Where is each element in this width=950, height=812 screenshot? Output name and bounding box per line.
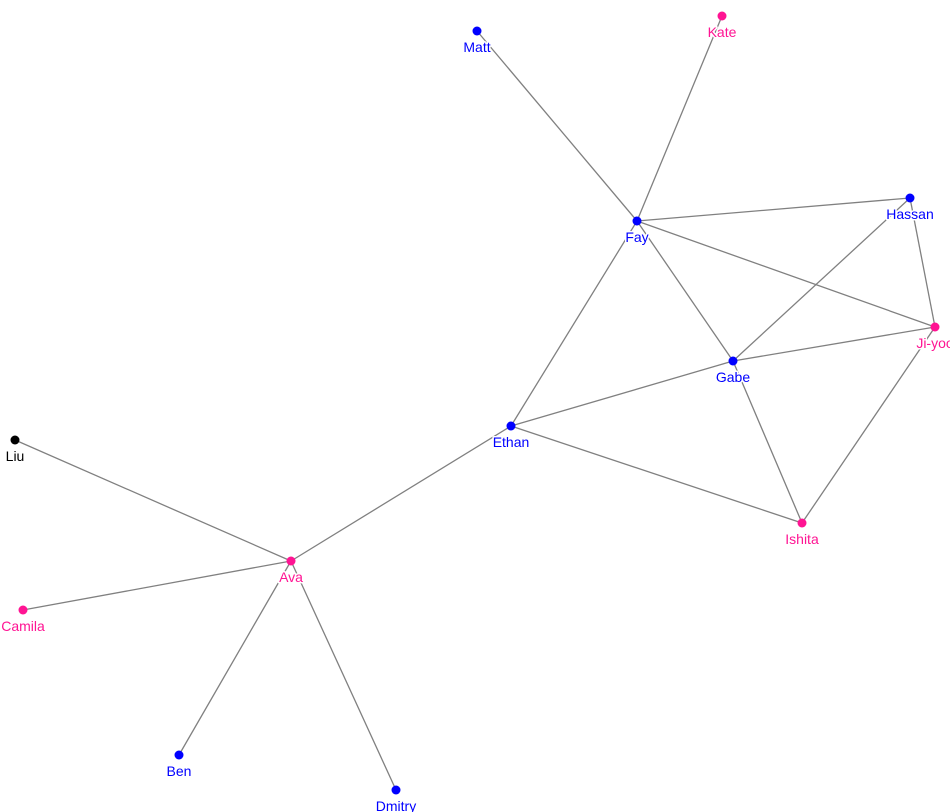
node-dot[interactable] [506,421,516,431]
node-matt[interactable]: Matt [462,26,492,57]
edge-matt-fay [476,30,638,222]
node-dot[interactable] [18,605,28,615]
node-label: Dmitry [376,798,416,812]
node-dot[interactable] [10,435,20,445]
node-label: Camila [1,618,45,634]
edge-ethan-gabe [510,360,734,427]
edge-camila-ava [22,560,292,611]
node-kate[interactable]: Kate [706,11,738,42]
node-label: Matt [463,39,490,55]
edge-hassan-gabe [732,197,911,362]
node-dot[interactable] [174,750,184,760]
node-liu[interactable]: Liu [4,435,26,466]
node-dot[interactable] [905,193,915,203]
node-label: Hassan [886,206,933,222]
edge-ethan-ava [290,425,512,562]
edge-liu-ava [14,439,292,562]
node-dot[interactable] [930,322,940,332]
node-ben[interactable]: Ben [165,750,193,781]
edge-fay-ethan [510,220,638,427]
node-fay[interactable]: Fay [624,216,650,247]
edge-ji-yoo-ishita [801,326,936,524]
node-label: Ishita [785,531,819,547]
edge-gabe-ishita [732,360,803,524]
node-gabe[interactable]: Gabe [714,356,752,387]
node-dot[interactable] [717,11,727,21]
edge-ethan-ishita [510,425,803,524]
node-ethan[interactable]: Ethan [491,421,531,452]
node-label: Ava [279,569,303,585]
edge-kate-fay [636,15,723,222]
node-camila[interactable]: Camila [0,605,46,636]
node-dot[interactable] [472,26,482,36]
node-label: Ji-yoo [916,335,950,351]
edges [14,15,936,791]
node-label: Liu [6,448,25,464]
node-label: Ethan [493,434,530,450]
node-label: Fay [625,229,648,245]
node-label: Kate [708,24,737,40]
edge-fay-hassan [636,197,911,222]
node-hassan[interactable]: Hassan [885,193,935,224]
node-dot[interactable] [728,356,738,366]
edge-fay-ji-yoo [636,220,936,328]
node-label: Gabe [716,369,750,385]
node-label: Ben [167,763,192,779]
node-dot[interactable] [391,785,401,795]
node-dot[interactable] [797,518,807,528]
edge-ben-ava [178,560,292,756]
edge-gabe-ji-yoo [732,326,936,362]
node-dot[interactable] [632,216,642,226]
node-jiyoo[interactable]: Ji-yoo [915,322,950,353]
edge-hassan-ji-yoo [909,197,936,328]
node-ishita[interactable]: Ishita [784,518,820,549]
node-dot[interactable] [286,556,296,566]
node-dmitry[interactable]: Dmitry [374,785,418,812]
edge-dmitry-ava [290,560,397,791]
node-ava[interactable]: Ava [278,556,305,587]
edge-fay-gabe [636,220,734,362]
